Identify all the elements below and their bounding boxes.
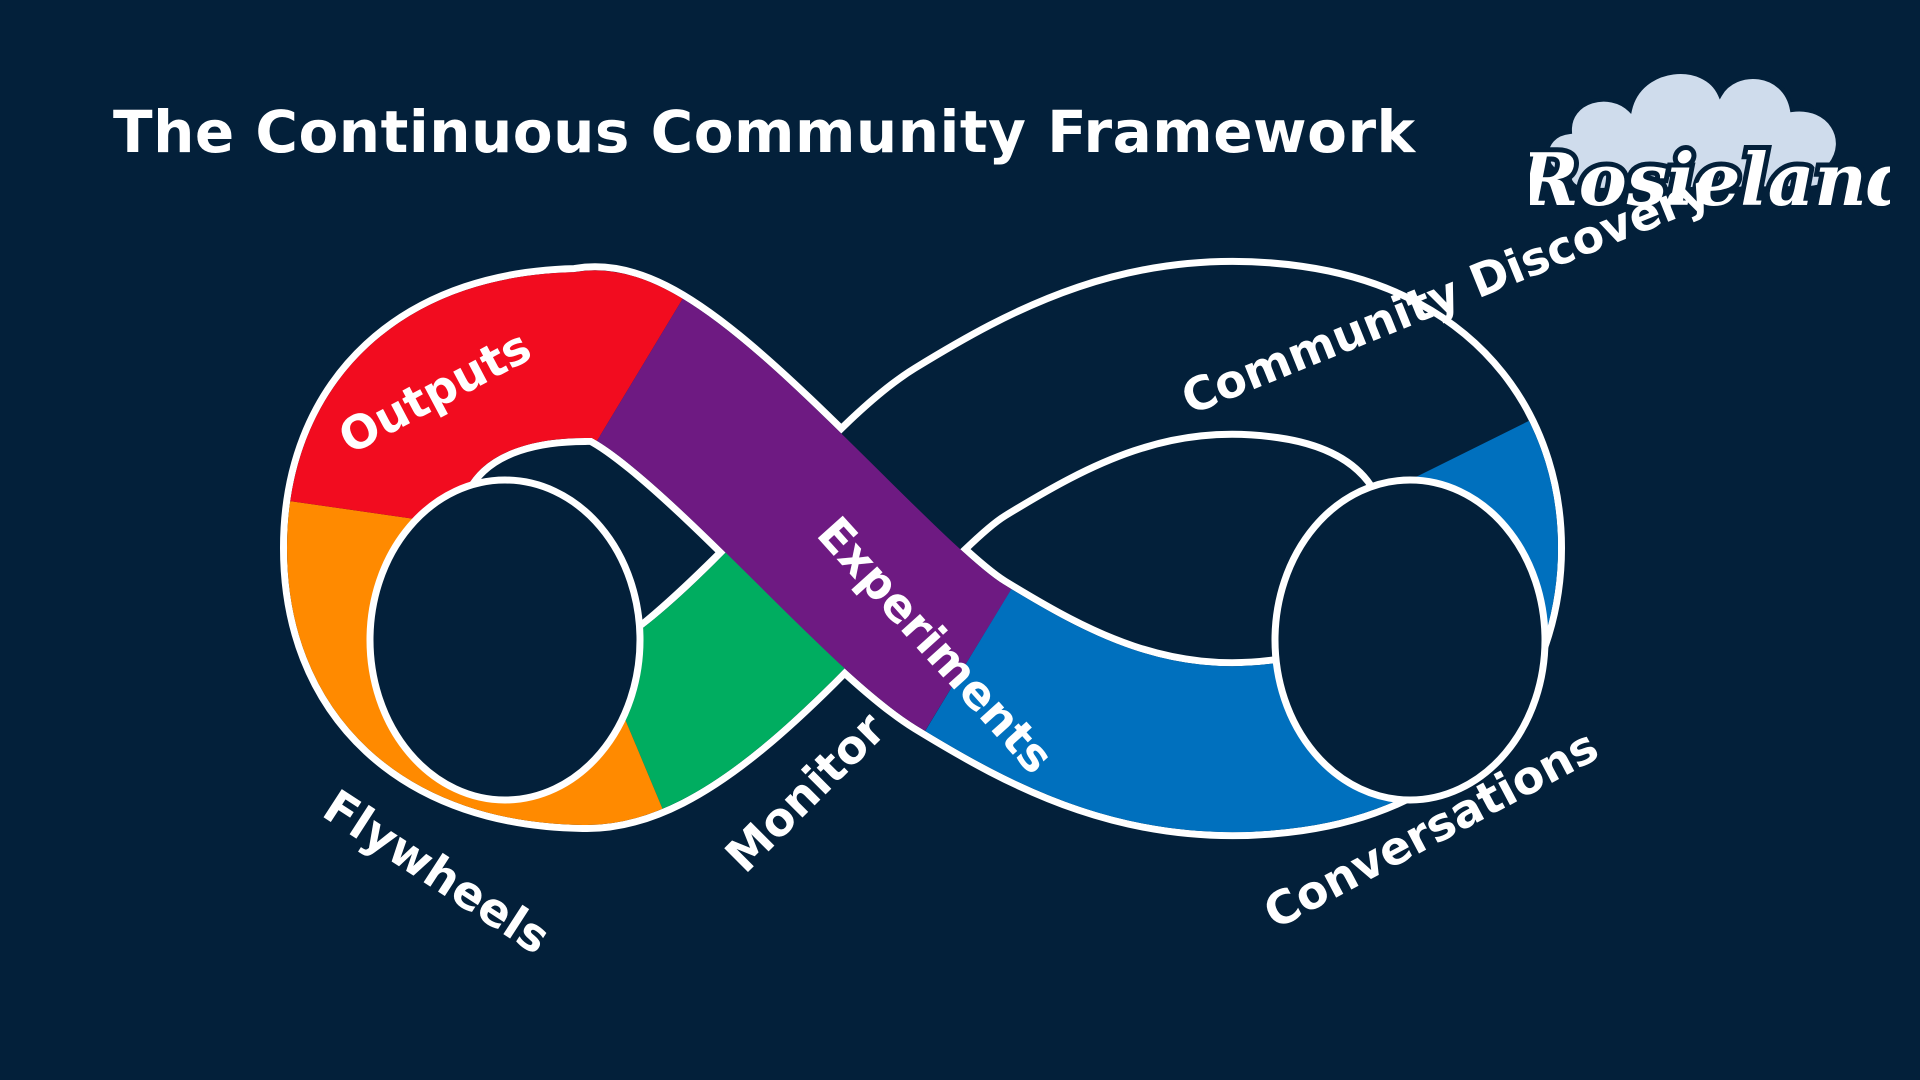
segment-conversations xyxy=(286,264,1559,833)
cloud-icon xyxy=(1544,70,1840,193)
left-hole xyxy=(366,476,644,804)
page-title: The Continuous Community Framework xyxy=(113,98,1416,166)
right-hole xyxy=(1271,476,1549,804)
logo-text: Rosieland xyxy=(1530,137,1890,222)
rosieland-logo: Rosieland xyxy=(1530,70,1890,227)
